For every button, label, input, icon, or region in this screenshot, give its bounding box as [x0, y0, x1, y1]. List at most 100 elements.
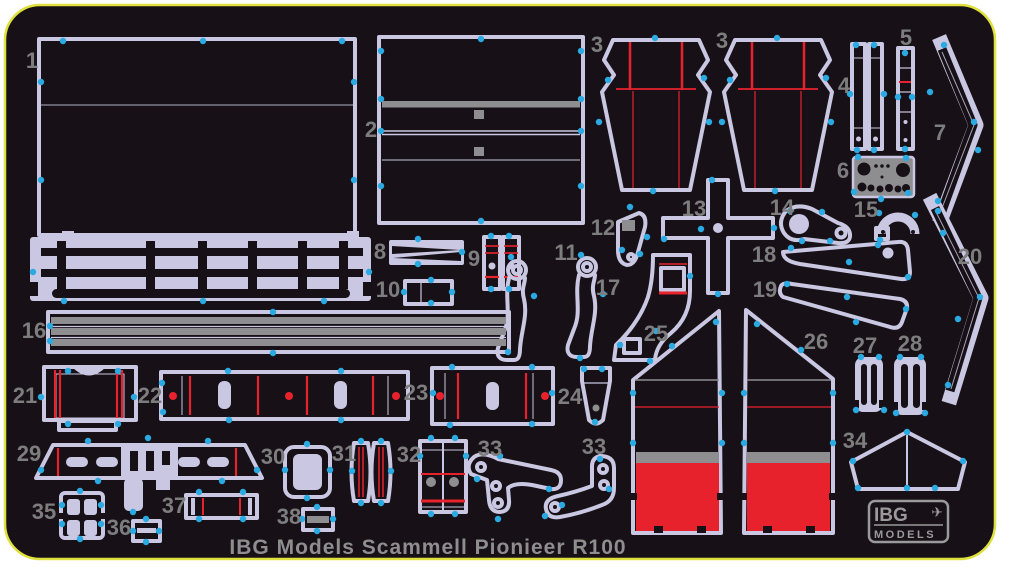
tab-dot: [896, 353, 904, 361]
part-32-label: 32: [397, 442, 421, 467]
tab-dot: [976, 293, 984, 301]
tab-dot: [239, 515, 247, 523]
tab-dots: [29, 34, 984, 546]
tab-dot: [576, 354, 584, 362]
tab-dot: [911, 211, 919, 219]
tab-dot: [64, 420, 72, 428]
tab-dot: [854, 153, 862, 161]
tab-dot: [846, 90, 854, 98]
tab-dot: [901, 145, 909, 153]
tab-dot: [797, 346, 805, 354]
tab-dot: [875, 353, 883, 361]
tab-dot: [857, 353, 865, 361]
tab-dot: [59, 37, 67, 45]
tab-dot: [651, 34, 659, 42]
part-17-label: 17: [596, 275, 620, 300]
part-33-label: 33: [478, 436, 502, 461]
tab-dot: [668, 342, 676, 350]
tab-dot: [726, 76, 734, 84]
tab-dot: [708, 176, 716, 184]
tab-dot: [629, 439, 637, 447]
tab-dot: [786, 207, 794, 215]
tab-dot: [225, 416, 233, 424]
tab-dot: [195, 515, 203, 523]
tab-dot: [604, 76, 612, 84]
part-6: [851, 155, 916, 199]
tab-dot: [850, 188, 858, 196]
tab-dot: [60, 297, 68, 305]
tab-dot: [877, 195, 885, 203]
tab-dot: [204, 437, 212, 445]
tab-dot: [326, 466, 334, 474]
tab-dot: [58, 501, 66, 509]
tab-dot: [144, 434, 152, 442]
tab-dot: [921, 409, 929, 417]
tab-dot: [954, 315, 962, 323]
tab-dot: [357, 499, 365, 507]
tab-dot: [773, 34, 781, 42]
tab-dot: [97, 520, 105, 528]
tab-dot: [313, 503, 321, 511]
part-26: [741, 308, 835, 535]
part-38-label: 38: [277, 504, 301, 529]
tab-dot: [577, 95, 585, 103]
tab-dot: [598, 365, 606, 373]
part-2-label: 2: [365, 117, 377, 142]
tab-dot: [504, 348, 512, 356]
tab-dot: [818, 208, 826, 216]
tab-dot: [852, 318, 860, 326]
tab-dot: [646, 357, 654, 365]
part-37-label: 37: [162, 493, 186, 518]
part-26-label: 26: [804, 329, 828, 354]
tab-dot: [37, 466, 45, 474]
tab-dot: [901, 49, 909, 57]
tab-dot: [700, 74, 708, 82]
tab-dot: [129, 527, 137, 535]
part-25-label: 25: [644, 321, 668, 346]
tab-dot: [451, 434, 459, 442]
tab-dot: [487, 285, 495, 293]
tab-dot: [616, 341, 624, 349]
part-1: [37, 37, 357, 237]
part-35-label: 35: [32, 499, 56, 524]
tab-dot: [195, 488, 203, 496]
tab-dot: [904, 273, 912, 281]
tab-dot: [477, 217, 485, 225]
tab-dot: [477, 35, 485, 43]
tab-dot: [365, 268, 373, 276]
tab-dot: [894, 93, 902, 101]
tab-dot: [852, 406, 860, 414]
tab-dot: [427, 299, 435, 307]
tab-dot: [427, 276, 435, 284]
tab-dot: [448, 363, 456, 371]
tab-dot: [377, 95, 385, 103]
tab-dot: [903, 484, 911, 492]
tab-dot: [826, 237, 834, 245]
part-4-label: 4: [838, 73, 851, 98]
tab-dot: [377, 182, 385, 190]
tab-dot: [494, 515, 502, 523]
tab-dot: [473, 475, 481, 483]
part-20-label: 20: [958, 244, 982, 269]
tab-dot: [114, 367, 122, 375]
tab-dot: [714, 290, 722, 298]
tab-dot: [129, 508, 137, 516]
tab-dot: [505, 285, 513, 293]
tab-dot: [84, 437, 92, 445]
logo-name: IBG: [874, 505, 908, 526]
part-3-left: [600, 38, 712, 192]
tab-dot: [740, 439, 748, 447]
tab-dot: [348, 467, 356, 475]
part-29-label: 29: [17, 441, 41, 466]
tab-dot: [629, 389, 637, 397]
tab-dot: [158, 379, 166, 387]
part-33-right: [543, 454, 616, 520]
tab-dot: [822, 74, 830, 82]
tab-dot: [427, 510, 435, 518]
tab-dot: [652, 327, 660, 335]
part-23-label: 23: [404, 380, 428, 405]
tab-dot: [303, 440, 311, 448]
tab-dot: [462, 452, 470, 460]
